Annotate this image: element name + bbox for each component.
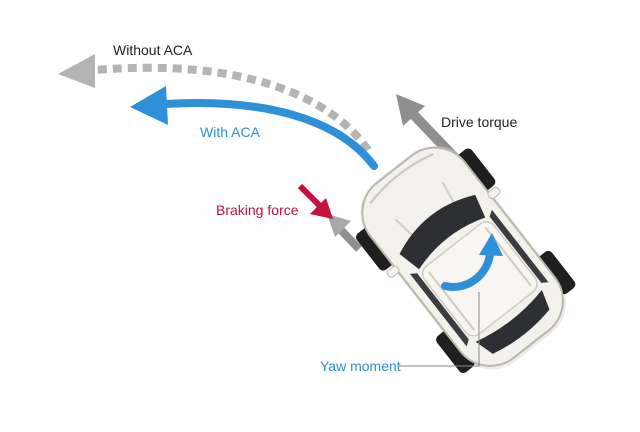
- wheel-force-arrow: [327, 214, 362, 252]
- drive-torque-label: Drive torque: [441, 114, 518, 130]
- yaw-moment-arrow: [441, 233, 503, 291]
- front-right-tire: [456, 148, 496, 192]
- rear-left-tire: [436, 329, 475, 373]
- without-aca-label: Without ACA: [113, 42, 193, 58]
- front-left-tire: [356, 227, 395, 271]
- yaw-moment-leader: [399, 292, 480, 367]
- braking-force-label: Braking force: [216, 202, 299, 218]
- braking-force-arrow: [297, 183, 333, 219]
- rear-right-tire: [536, 250, 576, 295]
- with-aca-label: With ACA: [200, 124, 260, 140]
- without-aca-trajectory: [58, 54, 372, 153]
- with-aca-trajectory: [130, 86, 378, 170]
- yaw-moment-label: Yaw moment: [320, 358, 401, 374]
